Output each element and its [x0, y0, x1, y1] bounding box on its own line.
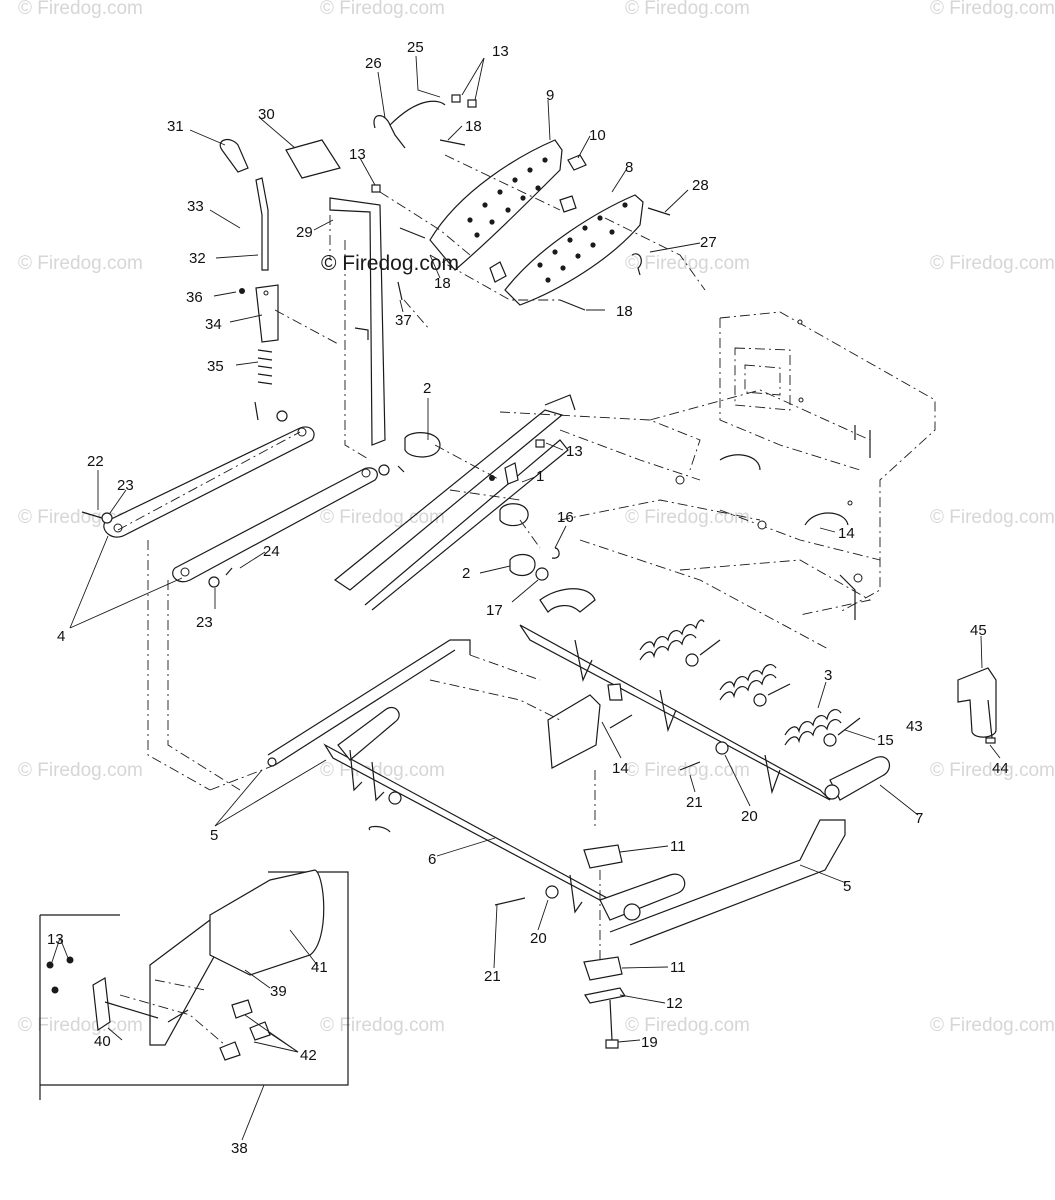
callout-33: 33 — [187, 198, 204, 215]
watermark: © Firedog.com — [930, 760, 1055, 781]
callout-2: 2 — [462, 565, 470, 582]
springs — [639, 619, 842, 746]
callout-11: 11 — [670, 959, 686, 976]
callout-2: 2 — [423, 380, 431, 397]
callout-36: 36 — [186, 289, 203, 306]
spring-shaft-assembly — [429, 588, 891, 830]
callout-5: 5 — [210, 827, 218, 844]
watermark: © Firedog.com — [625, 760, 750, 781]
callout-20: 20 — [741, 808, 758, 825]
callout-35: 35 — [207, 358, 224, 375]
callout-27: 27 — [700, 234, 717, 251]
callout-16: 16 — [557, 509, 574, 526]
callout-19: 19 — [641, 1034, 658, 1051]
linkage-arms — [81, 401, 560, 791]
plate-holes — [467, 157, 628, 283]
callout-44: 44 — [992, 760, 1009, 777]
callout-42: 42 — [300, 1047, 317, 1064]
callout-15: 15 — [877, 732, 894, 749]
callout-1: 1 — [536, 468, 544, 485]
callout-7: 7 — [915, 810, 923, 827]
callout-5: 5 — [843, 878, 851, 895]
watermark: © Firedog.com — [930, 253, 1055, 274]
watermark: © Firedog.com — [930, 507, 1055, 528]
callout-18: 18 — [616, 303, 633, 320]
callout-23: 23 — [117, 477, 134, 494]
callout-6: 6 — [428, 851, 436, 868]
inset-kit — [39, 869, 349, 1100]
callout-26: 26 — [365, 55, 382, 72]
callout-37: 37 — [395, 312, 412, 329]
watermark: © Firedog.com — [18, 253, 143, 274]
callout-13: 13 — [492, 43, 509, 60]
callout-22: 22 — [87, 453, 104, 470]
callout-40: 40 — [94, 1033, 111, 1050]
pedal-linkage — [333, 394, 576, 611]
callout-10: 10 — [589, 127, 606, 144]
callout-23: 23 — [196, 614, 213, 631]
right-bracket — [957, 667, 997, 744]
callout-43: 43 — [906, 718, 923, 735]
callout-12: 12 — [666, 995, 683, 1012]
callout-4: 4 — [57, 628, 65, 645]
callout-13: 13 — [47, 931, 64, 948]
watermark: © Firedog.com — [930, 1015, 1055, 1036]
watermark: © Firedog.com — [18, 0, 143, 19]
callout-45: 45 — [970, 622, 987, 639]
callout-41: 41 — [311, 959, 328, 976]
leader-lines — [51, 55, 1001, 1141]
callout-13: 13 — [566, 443, 583, 460]
callout-24: 24 — [263, 543, 280, 560]
callout-3: 3 — [824, 667, 832, 684]
watermark: © Firedog.com — [625, 0, 750, 19]
callout-21: 21 — [484, 968, 501, 985]
watermark: © Firedog.com — [930, 0, 1055, 19]
watermark: © Firedog.com — [625, 253, 750, 274]
callout-18: 18 — [434, 275, 451, 292]
callout-28: 28 — [692, 177, 709, 194]
callout-29: 29 — [296, 224, 313, 241]
watermark: © Firedog.com — [625, 507, 750, 528]
watermark: © Firedog.com — [320, 1015, 445, 1036]
callout-labels: 25 13 26 9 30 31 18 10 13 8 28 33 29 27 … — [47, 39, 1009, 1157]
watermark-main: © Firedog.com — [321, 252, 459, 275]
callout-11: 11 — [670, 838, 686, 855]
callout-20: 20 — [530, 930, 547, 947]
callout-14: 14 — [612, 760, 629, 777]
callout-39: 39 — [270, 983, 287, 1000]
callout-18: 18 — [465, 118, 482, 135]
callout-30: 30 — [258, 106, 275, 123]
watermark: © Firedog.com — [18, 1015, 143, 1036]
callout-13: 13 — [349, 146, 366, 163]
watermark-grid: © Firedog.com © Firedog.com © Firedog.co… — [18, 0, 1055, 1036]
callout-32: 32 — [189, 250, 206, 267]
callout-25: 25 — [407, 39, 424, 56]
callout-21: 21 — [686, 794, 703, 811]
callout-17: 17 — [486, 602, 503, 619]
lower-shaft-assembly — [209, 639, 846, 1049]
callout-8: 8 — [625, 159, 633, 176]
seat-plates — [371, 94, 706, 448]
callout-34: 34 — [205, 316, 222, 333]
callout-14: 14 — [838, 525, 855, 542]
callout-31: 31 — [167, 118, 184, 135]
callout-9: 9 — [546, 87, 554, 104]
watermark: © Firedog.com — [625, 1015, 750, 1036]
seat-lever-assembly — [219, 138, 431, 461]
watermark: © Firedog.com — [320, 507, 445, 528]
callout-38: 38 — [231, 1140, 248, 1157]
watermark: © Firedog.com — [320, 0, 445, 19]
frame-assembly — [499, 311, 936, 651]
watermark: © Firedog.com — [18, 760, 143, 781]
